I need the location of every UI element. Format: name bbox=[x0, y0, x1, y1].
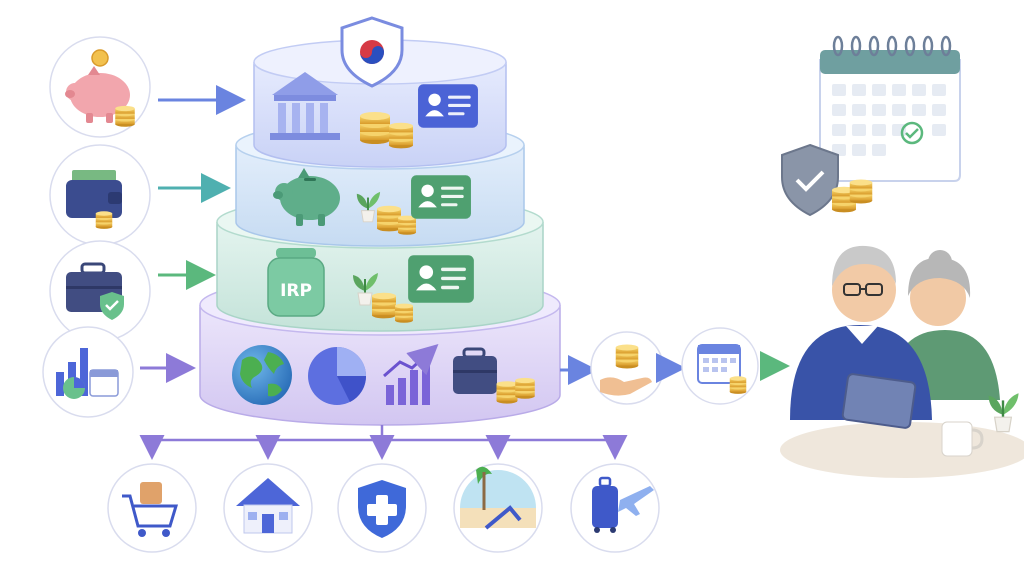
coin-stack-icon bbox=[360, 112, 390, 144]
health-shield-icon bbox=[337, 463, 427, 553]
irp-label: IRP bbox=[280, 281, 312, 301]
input-bar-chart-calendar bbox=[42, 326, 134, 418]
calendar-coins-icon bbox=[681, 327, 759, 405]
coin-stack-icon bbox=[849, 179, 873, 204]
coin-stack-icon bbox=[377, 205, 401, 232]
globe-icon bbox=[232, 345, 292, 405]
spending-connector bbox=[139, 425, 628, 460]
coin-stack-icon bbox=[372, 292, 396, 319]
beach-chair-icon bbox=[453, 463, 543, 553]
shield-taegeuk-icon bbox=[340, 16, 404, 88]
bank-building-icon bbox=[270, 72, 340, 140]
pie-chart-icon bbox=[308, 347, 367, 405]
coin-stack-icon bbox=[395, 303, 413, 323]
coin-stack-icon bbox=[398, 215, 416, 235]
input-piggy-bank-coin bbox=[49, 36, 151, 138]
input-briefcase-shield bbox=[49, 240, 151, 342]
briefcase-coins-icon bbox=[453, 347, 535, 404]
irp-jar-icon: IRP bbox=[267, 248, 325, 317]
input-wallet-cash bbox=[49, 144, 151, 246]
piggy-bank-icon bbox=[273, 168, 340, 226]
id-card-icon bbox=[411, 175, 471, 219]
house-icon bbox=[223, 463, 313, 553]
coins-on-hand-icon bbox=[590, 331, 664, 405]
retired-couple-illustration bbox=[780, 245, 1024, 478]
coin-stack-icon bbox=[389, 122, 413, 149]
id-card-icon bbox=[418, 84, 478, 128]
calendar-check-icon bbox=[819, 35, 961, 182]
shopping-cart-icon bbox=[107, 463, 197, 553]
growth-chart-icon bbox=[383, 343, 439, 405]
travel-luggage-plane-icon bbox=[570, 463, 660, 553]
id-card-icon bbox=[408, 255, 474, 303]
shield-check-icon bbox=[781, 143, 839, 217]
